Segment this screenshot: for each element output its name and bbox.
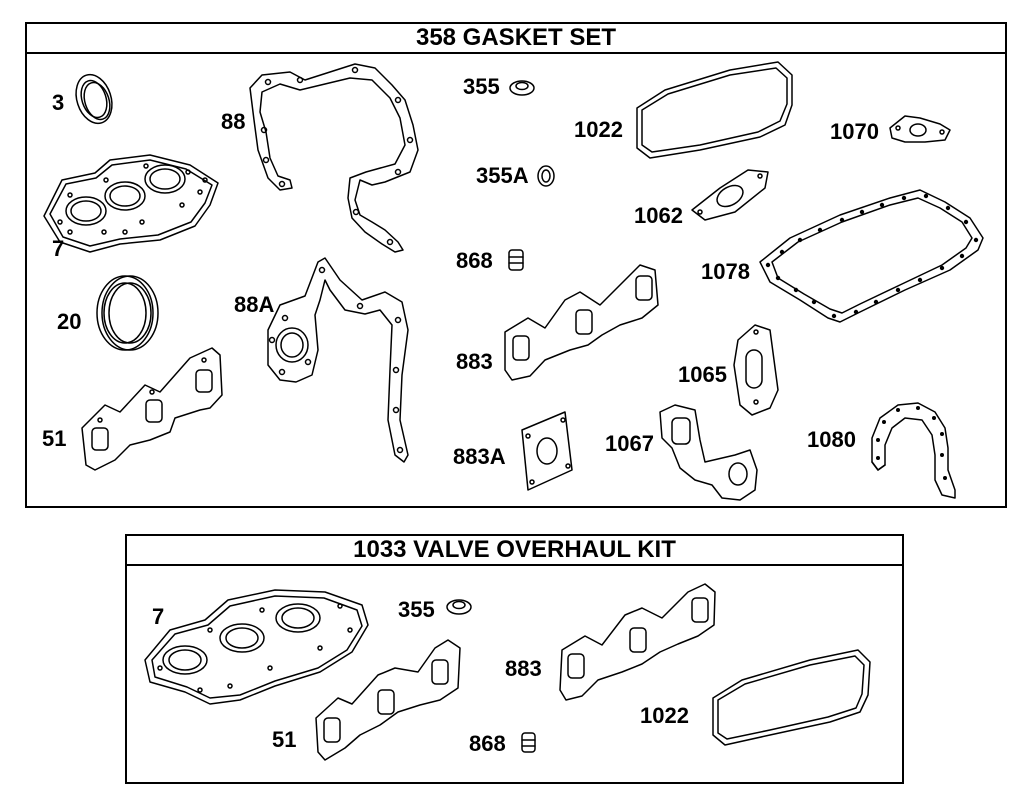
kit-part-1022-cover-gasket-drawing <box>713 650 870 745</box>
part-label-88a: 88A <box>234 292 275 317</box>
part-20-oil-seal-drawing <box>97 276 158 350</box>
part-1065-gasket-drawing <box>734 325 778 415</box>
part-label-1067: 1067 <box>605 431 654 456</box>
kit-part-883-manifold-gasket-drawing <box>560 584 715 700</box>
part-label-355a: 355A <box>476 163 529 188</box>
part-label-868: 868 <box>456 248 493 273</box>
part-1070-gasket-drawing <box>890 116 950 142</box>
part-1062-flange-gasket-drawing <box>692 170 768 220</box>
kit-part-label-1022: 1022 <box>640 703 689 728</box>
part-51-manifold-gasket-drawing <box>82 348 222 470</box>
part-88-timing-cover-gasket-drawing <box>250 64 418 252</box>
part-883-manifold-gasket-drawing <box>505 265 658 380</box>
part-1067-gasket-drawing <box>660 405 757 500</box>
part-label-1065: 1065 <box>678 362 727 387</box>
part-label-355: 355 <box>463 74 500 99</box>
part-label-51: 51 <box>42 426 67 451</box>
part-label-7: 7 <box>52 236 65 261</box>
kit-part-label-51: 51 <box>272 727 297 752</box>
part-883a-square-gasket-drawing <box>522 412 572 490</box>
part-1022-cover-gasket-drawing <box>637 62 792 158</box>
part-label-1022: 1022 <box>574 117 623 142</box>
valve-kit-panel: 1033 VALVE OVERHAUL KIT <box>125 534 904 784</box>
valve-kit-title: 1033 VALVE OVERHAUL KIT <box>127 536 902 566</box>
part-1080-rear-gasket-drawing <box>872 403 955 498</box>
part-label-1080: 1080 <box>807 427 856 452</box>
gasket-set-title: 358 GASKET SET <box>27 24 1005 54</box>
kit-part-label-868: 868 <box>469 731 506 756</box>
part-88a-front-plate-gasket-drawing <box>268 258 408 462</box>
part-7-head-gasket-drawing <box>44 155 218 252</box>
kit-part-7-head-gasket-drawing <box>145 590 368 704</box>
kit-part-51-manifold-gasket-drawing <box>316 640 460 760</box>
part-label-1062: 1062 <box>634 203 683 228</box>
part-label-20: 20 <box>57 309 82 334</box>
gasket-set-panel: 358 GASKET SET <box>25 22 1007 508</box>
kit-part-label-883: 883 <box>505 656 542 681</box>
part-868-stem-seal-drawing <box>509 250 523 270</box>
part-label-3: 3 <box>52 90 65 115</box>
part-355a-ring-drawing <box>538 166 554 186</box>
part-label-1070: 1070 <box>830 119 879 144</box>
part-355-seat-drawing <box>510 81 534 95</box>
part-label-1078: 1078 <box>701 259 750 284</box>
kit-part-868-stem-seal-drawing <box>522 733 535 752</box>
part-label-883: 883 <box>456 349 493 374</box>
kit-part-label-7: 7 <box>152 604 165 629</box>
kit-part-355-seat-drawing <box>447 600 471 614</box>
part-3-seal-drawing <box>70 70 118 128</box>
part-label-88: 88 <box>221 109 246 134</box>
kit-part-label-355: 355 <box>398 597 435 622</box>
part-label-883a: 883A <box>453 444 506 469</box>
part-1078-oil-pan-gasket-drawing <box>760 190 983 322</box>
